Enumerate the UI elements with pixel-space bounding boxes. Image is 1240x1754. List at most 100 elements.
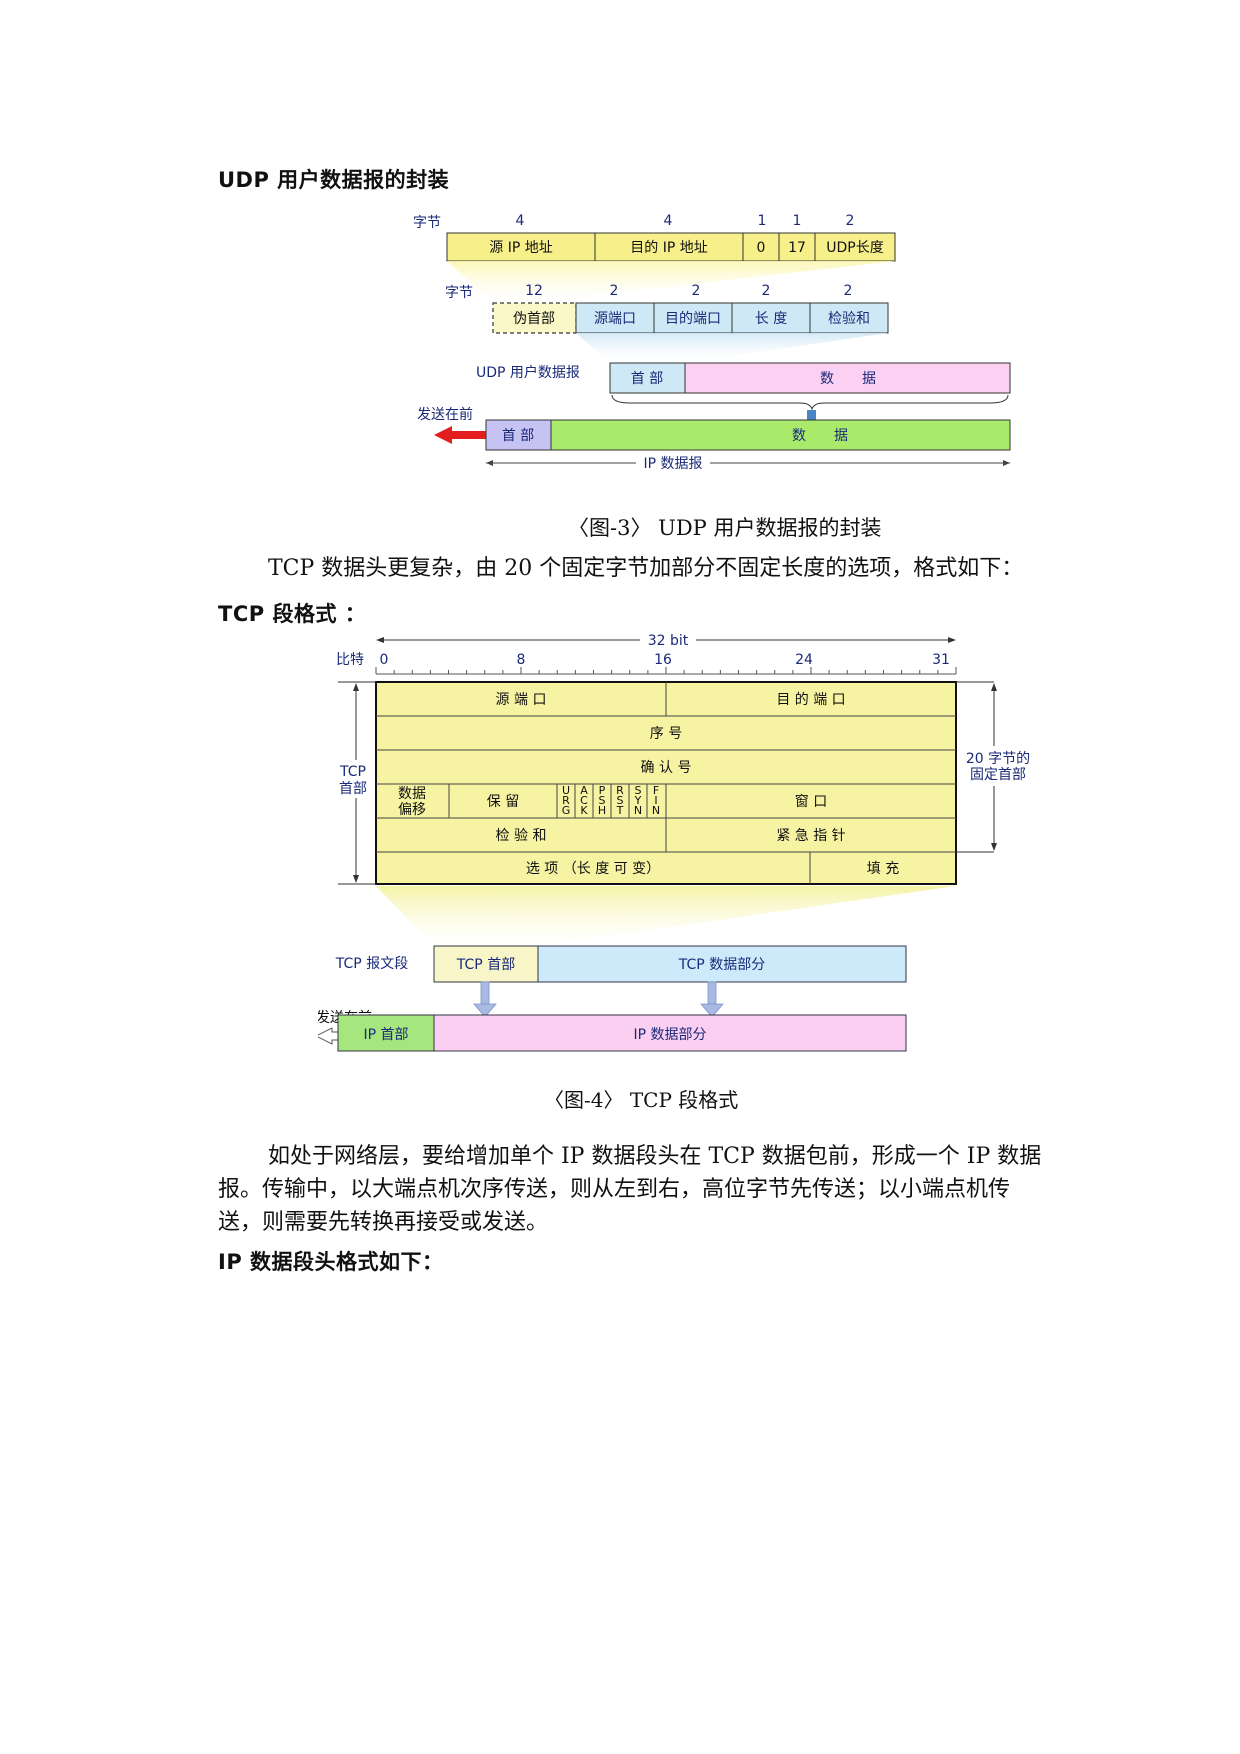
down-arrow-right-head (700, 1003, 724, 1018)
ip-paragraph-line-1: 如处于网络层，要给增加单个 IP 数据段头在 TCP 数据包前，形成一个 IP … (268, 1144, 1042, 1169)
ip-data-segment-box (433, 1014, 907, 1052)
flag-letter: K (580, 804, 588, 817)
flag-letter: G (562, 804, 571, 817)
top-field-zero: 0 (757, 240, 766, 256)
left-bracket-arrow-bottom (353, 875, 359, 883)
mid-field-length: 长 度 (755, 311, 787, 327)
tcp-segment-diagram: 32 bit 比特 0 8 16 24 31 源 端 口 目 的 端 口 序 号… (318, 633, 1030, 1052)
tcp-segment-header-box (433, 945, 539, 983)
flag-letter: F (653, 784, 659, 797)
ip-datagram-span-arrow-left (486, 460, 493, 466)
udp-header-box (609, 362, 686, 394)
flag-letter: T (616, 804, 624, 817)
byte-label-top: 字节 (413, 215, 441, 231)
field-seq: 序 号 (650, 726, 682, 742)
udp-src-port-box (575, 302, 655, 334)
field-reserved: 保 留 (487, 794, 519, 810)
field-ack: 确 认 号 (641, 760, 692, 776)
ip-header-segment-box (337, 1014, 435, 1052)
flag-letter: N (652, 804, 660, 817)
flag-letter: N (634, 804, 642, 817)
tcp-segment-header-text: TCP 首部 (456, 957, 515, 973)
flag-letter: I (654, 794, 657, 807)
fixed-header-label-1: 20 字节的 (966, 751, 1030, 767)
udp-figure-caption: 〈图-3〉 UDP 用户数据报的封装 (568, 516, 882, 540)
field-source-port: 源 端 口 (496, 692, 547, 708)
mid-field-dst-port: 目的端口 (665, 311, 721, 327)
right-bracket-arrow-top (991, 683, 997, 691)
down-arrow-left-shaft (480, 981, 490, 1005)
top-size-1: 4 (516, 213, 525, 229)
pseudo-src-ip-box (446, 232, 596, 262)
top-field-proto: 17 (788, 240, 806, 256)
pseudo-header-box (492, 302, 577, 334)
field-padding: 填 充 (867, 861, 899, 877)
field-checksum: 检 验 和 (496, 828, 547, 844)
down-arrow-right-shaft (707, 981, 717, 1005)
udp-header-expansion-shade (576, 333, 888, 363)
down-arrow-shaft (807, 410, 816, 422)
send-first-arrow (434, 426, 486, 444)
udp-section-heading: UDP 用户数据报的封装 (218, 168, 450, 192)
udp-data-box (684, 362, 1011, 394)
flag-letter: U (562, 784, 570, 797)
mid-size-1: 12 (525, 283, 543, 299)
ip-data-segment-text: IP 数据部分 (633, 1027, 706, 1043)
mid-field-checksum: 检验和 (828, 311, 870, 327)
tcp-intro-paragraph: TCP 数据头更复杂，由 20 个固定字节加部分不固定长度的选项，格式如下： (268, 556, 1024, 581)
tcp-segment-data-text: TCP 数据部分 (678, 957, 765, 973)
top-size-4: 1 (793, 213, 802, 229)
tcp-section-heading: TCP 段格式 ： (218, 602, 367, 626)
ip-paragraph: 如处于网络层，要给增加单个 IP 数据段头在 TCP 数据包前，形成一个 IP … (218, 1140, 1138, 1239)
flag-letter: S (635, 784, 642, 797)
bit-tick-24: 24 (795, 652, 813, 668)
top-field-udp-length: UDP长度 (826, 240, 883, 256)
left-bracket-arrow-top (353, 683, 359, 691)
ip-paragraph-line-2: 报。传输中，以大端点机次序传送，则从左到右，高位字节先传送；以小端点机传 (218, 1177, 1011, 1202)
bits-span-arrow-right (948, 637, 956, 643)
ip-datagram-span-arrow-right (1003, 460, 1010, 466)
pseudo-dst-ip-box (594, 232, 744, 262)
field-urgent: 紧 急 指 针 (776, 828, 845, 844)
field-data-offset-line2: 偏移 (398, 802, 426, 818)
flag-letter: C (580, 794, 588, 807)
right-bracket-arrow-bottom (991, 843, 997, 851)
top-size-3: 1 (758, 213, 767, 229)
bit-tick-8: 8 (517, 652, 526, 668)
mid-size-3: 2 (692, 283, 701, 299)
flag-letter: A (580, 784, 588, 797)
top-field-dst-ip: 目的 IP 地址 (630, 240, 707, 256)
tcp-header-expansion-shade (376, 886, 956, 946)
bit-tick-16: 16 (654, 652, 672, 668)
ip-paragraph-line-3: 送，则需要先转换再接受或发送。 (218, 1210, 549, 1235)
flag-letter: S (599, 794, 606, 807)
udp-header-text: 首 部 (631, 371, 663, 387)
bit-ruler-ticks (375, 667, 957, 674)
ip-section-heading: IP 数据段头格式如下： (218, 1250, 444, 1274)
udp-data-text: 数 据 (820, 371, 876, 387)
encapsulation-brace (611, 394, 1009, 411)
mid-size-5: 2 (844, 283, 853, 299)
mid-field-src-port: 源端口 (594, 311, 636, 327)
bit-tick-0: 0 (380, 652, 389, 668)
flag-letter: P (599, 784, 606, 797)
ip-header-text: 首 部 (502, 428, 534, 444)
send-first-label: 发送在前 (417, 406, 473, 423)
udp-datagram-label: UDP 用户数据报 (476, 364, 580, 381)
mid-size-2: 2 (610, 283, 619, 299)
down-arrow-left-head (473, 1003, 497, 1018)
udp-checksum-box (809, 302, 889, 334)
ip-data-box (550, 419, 1011, 451)
flag-letter: R (562, 794, 570, 807)
field-window: 窗 口 (795, 793, 827, 810)
udp-encapsulation-diagram: 字节 4 4 1 1 2 源 IP 地址 目的 IP 地址 0 17 UDP长度… (413, 213, 1011, 472)
mid-field-pseudo: 伪首部 (513, 311, 555, 327)
flag-letter: H (598, 804, 606, 817)
flag-letter: Y (634, 794, 642, 807)
mid-size-4: 2 (762, 283, 771, 299)
flag-letter: R (616, 784, 624, 797)
field-options: 选 项 （长 度 可 变） (526, 861, 660, 877)
top-size-2: 4 (664, 213, 673, 229)
tcp-header-label-2: 首部 (339, 781, 367, 797)
field-data-offset-line1: 数据 (398, 786, 426, 802)
